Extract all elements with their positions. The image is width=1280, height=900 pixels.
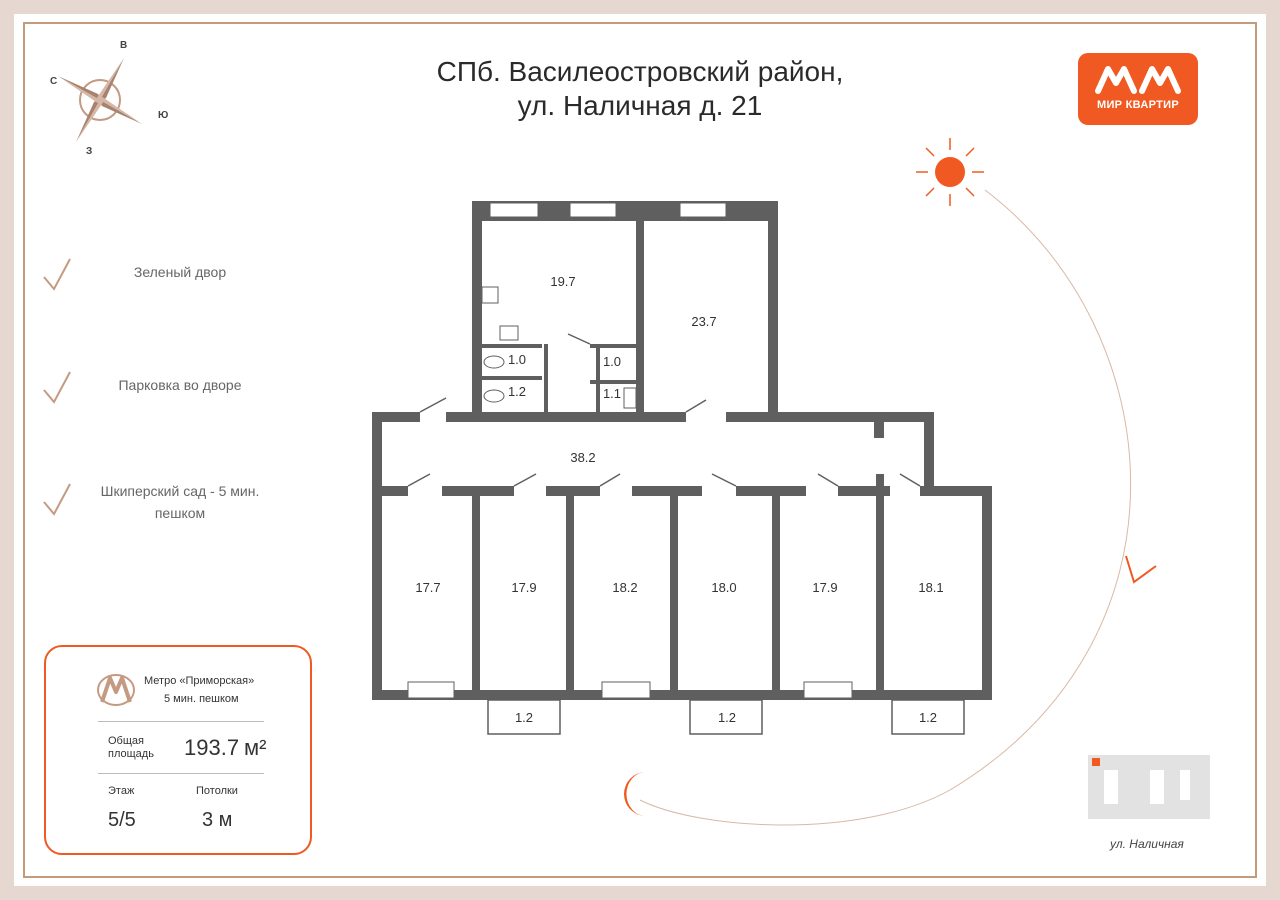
check-icon: [43, 371, 71, 404]
feature-item-parking: Парковка во дворе: [40, 368, 300, 428]
room-wc-2-area: 1.2: [508, 384, 526, 399]
windows: [407, 202, 853, 699]
page-title: СПб. Василеостровский район, ул. Налична…: [340, 55, 940, 123]
check-icon: [43, 258, 71, 291]
area-label: Общая площадь: [108, 735, 154, 760]
card-divider: [98, 721, 264, 722]
street-label: ул. Наличная: [1110, 837, 1184, 851]
room-wc-1-area: 1.0: [508, 352, 526, 367]
compass: В С Ю З: [40, 40, 168, 165]
check-icon: [43, 483, 71, 516]
balcony-3-area: 1.2: [919, 710, 937, 725]
room-large-area: 23.7: [691, 314, 716, 329]
metro-name: Метро «Приморская»: [144, 675, 255, 687]
room-kitchen-area: 19.7: [550, 274, 575, 289]
area-unit: м²: [244, 735, 267, 760]
info-card: Метро «Приморская» 5 мин. пешком Общая п…: [44, 645, 312, 855]
inner-frame: [23, 22, 1257, 878]
balcony-1-area: 1.2: [515, 710, 533, 725]
feature-text: Парковка во дворе: [118, 377, 242, 393]
metro-walk-time: 5 мин. пешком: [164, 693, 239, 705]
sun-path-arrow-icon: [1125, 555, 1157, 584]
card-divider: [98, 773, 264, 774]
title-line-2: ул. Наличная д. 21: [517, 90, 763, 121]
sink-icon: [499, 325, 519, 341]
sun-icon: [916, 138, 984, 206]
location-marker-icon: [1092, 758, 1100, 766]
room-2-area: 17.9: [511, 580, 536, 595]
feature-item-green-yard: Зеленый двор: [40, 255, 300, 315]
room-5-area: 17.9: [812, 580, 837, 595]
metro-logo-icon: [97, 674, 135, 706]
balcony-2-area: 1.2: [718, 710, 736, 725]
ceiling-value: 3 м: [202, 809, 233, 831]
ceiling-label: Потолки: [196, 785, 238, 797]
toilet-icon: [483, 389, 505, 403]
doors: [407, 333, 921, 487]
feature-item-garden: Шкиперский сад - 5 мин. пешком: [40, 480, 300, 540]
floor-label: Этаж: [108, 785, 135, 797]
shower-icon: [623, 387, 637, 409]
feature-text: Шкиперский сад - 5 мин. пешком: [100, 483, 260, 521]
room-wc-3-area: 1.0: [603, 354, 621, 369]
fixtures: [481, 286, 637, 409]
feature-text: Зеленый двор: [133, 264, 227, 280]
compass-rose-icon: [58, 58, 142, 142]
compass-north-label: В: [120, 40, 128, 51]
room-4-area: 18.0: [711, 580, 736, 595]
brand-logo: МИР КВАРТИР: [1078, 53, 1198, 125]
room-bath-area: 1.1: [603, 386, 621, 401]
brand-logo-text: МИР КВАРТИР: [1097, 99, 1179, 111]
title-line-1: СПб. Василеостровский район,: [436, 56, 844, 87]
compass-south-label: З: [86, 146, 93, 157]
moon-icon: [624, 772, 646, 816]
room-corridor-area: 38.2: [570, 450, 595, 465]
floor-value: 5/5: [108, 809, 136, 831]
toilet-icon: [483, 355, 505, 369]
compass-west-label: С: [50, 76, 58, 87]
brand-logo-icon: [1095, 66, 1181, 94]
walls: [372, 201, 992, 700]
compass-east-label: Ю: [158, 110, 169, 121]
room-3-area: 18.2: [612, 580, 637, 595]
area-value: 193.7: [184, 735, 240, 760]
sun-path-arc: [639, 189, 1131, 826]
room-1-area: 17.7: [415, 580, 440, 595]
room-6-area: 18.1: [918, 580, 943, 595]
stove-icon: [481, 286, 499, 304]
balconies: [487, 699, 965, 735]
